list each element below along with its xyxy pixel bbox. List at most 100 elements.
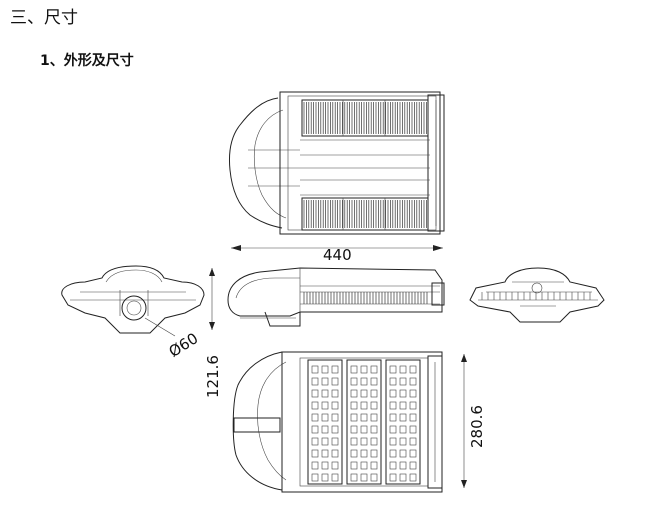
- led-chip: [409, 365, 417, 374]
- led-chip: [311, 389, 319, 398]
- led-chip: [350, 377, 358, 386]
- led-chip: [370, 401, 378, 410]
- led-chip: [370, 425, 378, 434]
- width-label: 280.6: [468, 405, 486, 448]
- led-chip: [311, 377, 319, 386]
- height-label: 121.6: [204, 355, 222, 398]
- led-chip: [331, 365, 339, 374]
- diameter-label: Ø60: [166, 329, 202, 361]
- led-chip: [311, 401, 319, 410]
- led-chip: [389, 389, 397, 398]
- led-chip: [311, 461, 319, 470]
- led-chip: [370, 377, 378, 386]
- led-chip: [370, 413, 378, 422]
- led-chip: [409, 425, 417, 434]
- led-chip: [409, 413, 417, 422]
- led-chip: [311, 425, 319, 434]
- led-chip: [360, 473, 368, 482]
- led-chip: [370, 437, 378, 446]
- left-end-view: Ø60: [61, 265, 205, 361]
- led-chip: [331, 377, 339, 386]
- led-module-grid: [311, 365, 417, 482]
- led-chip: [360, 413, 368, 422]
- led-chip: [370, 461, 378, 470]
- led-chip: [399, 401, 407, 410]
- led-chip: [399, 413, 407, 422]
- top-fins-lower: [301, 197, 429, 231]
- led-chip: [399, 437, 407, 446]
- led-chip: [360, 437, 368, 446]
- led-chip: [389, 377, 397, 386]
- led-chip: [350, 437, 358, 446]
- led-chip: [331, 437, 339, 446]
- right-end-ribs: [481, 292, 591, 300]
- led-chip: [321, 473, 329, 482]
- led-chip: [360, 389, 368, 398]
- led-chip: [350, 401, 358, 410]
- led-chip: [399, 389, 407, 398]
- led-chip: [321, 425, 329, 434]
- led-chip: [321, 377, 329, 386]
- led-chip: [409, 377, 417, 386]
- led-chip: [389, 401, 397, 410]
- led-chip: [331, 413, 339, 422]
- led-chip: [399, 473, 407, 482]
- led-chip: [389, 425, 397, 434]
- led-chip: [409, 389, 417, 398]
- led-chip: [409, 401, 417, 410]
- led-chip: [350, 365, 358, 374]
- width-dimension: 280.6: [461, 354, 486, 488]
- led-chip: [311, 413, 319, 422]
- led-chip: [311, 449, 319, 458]
- led-chip: [311, 365, 319, 374]
- led-chip: [399, 377, 407, 386]
- top-fins-upper: [301, 99, 429, 137]
- length-label: 440: [323, 246, 352, 264]
- led-chip: [321, 401, 329, 410]
- led-chip: [321, 461, 329, 470]
- led-chip: [350, 389, 358, 398]
- led-chip: [370, 473, 378, 482]
- led-chip: [350, 473, 358, 482]
- height-dimension: 121.6: [204, 268, 222, 398]
- led-chip: [399, 365, 407, 374]
- side-view: [227, 267, 445, 327]
- led-chip: [331, 401, 339, 410]
- led-chip: [409, 461, 417, 470]
- led-chip: [409, 449, 417, 458]
- led-chip: [389, 473, 397, 482]
- led-chip: [311, 437, 319, 446]
- section-title: 三、尺寸: [10, 8, 78, 28]
- led-chip: [370, 389, 378, 398]
- led-chip: [370, 365, 378, 374]
- led-chip: [331, 425, 339, 434]
- led-chip: [399, 425, 407, 434]
- led-chip: [321, 413, 329, 422]
- led-chip: [350, 425, 358, 434]
- led-chip: [399, 449, 407, 458]
- led-chip: [350, 413, 358, 422]
- led-chip: [360, 425, 368, 434]
- side-fin-lines: [303, 292, 428, 304]
- led-chip: [331, 473, 339, 482]
- led-chip: [350, 461, 358, 470]
- led-chip: [389, 461, 397, 470]
- led-chip: [389, 449, 397, 458]
- led-chip: [409, 473, 417, 482]
- led-chip: [321, 437, 329, 446]
- led-chip: [321, 365, 329, 374]
- led-chip: [370, 449, 378, 458]
- subsection-title: 1、外形及尺寸: [40, 53, 134, 69]
- led-chip: [360, 449, 368, 458]
- led-chip: [360, 401, 368, 410]
- led-chip: [331, 389, 339, 398]
- fin-lines: [303, 102, 427, 228]
- led-chip: [311, 473, 319, 482]
- led-chip: [409, 437, 417, 446]
- led-chip: [331, 449, 339, 458]
- led-chip: [321, 389, 329, 398]
- led-chip: [350, 449, 358, 458]
- bottom-view: [232, 351, 443, 493]
- led-chip: [360, 365, 368, 374]
